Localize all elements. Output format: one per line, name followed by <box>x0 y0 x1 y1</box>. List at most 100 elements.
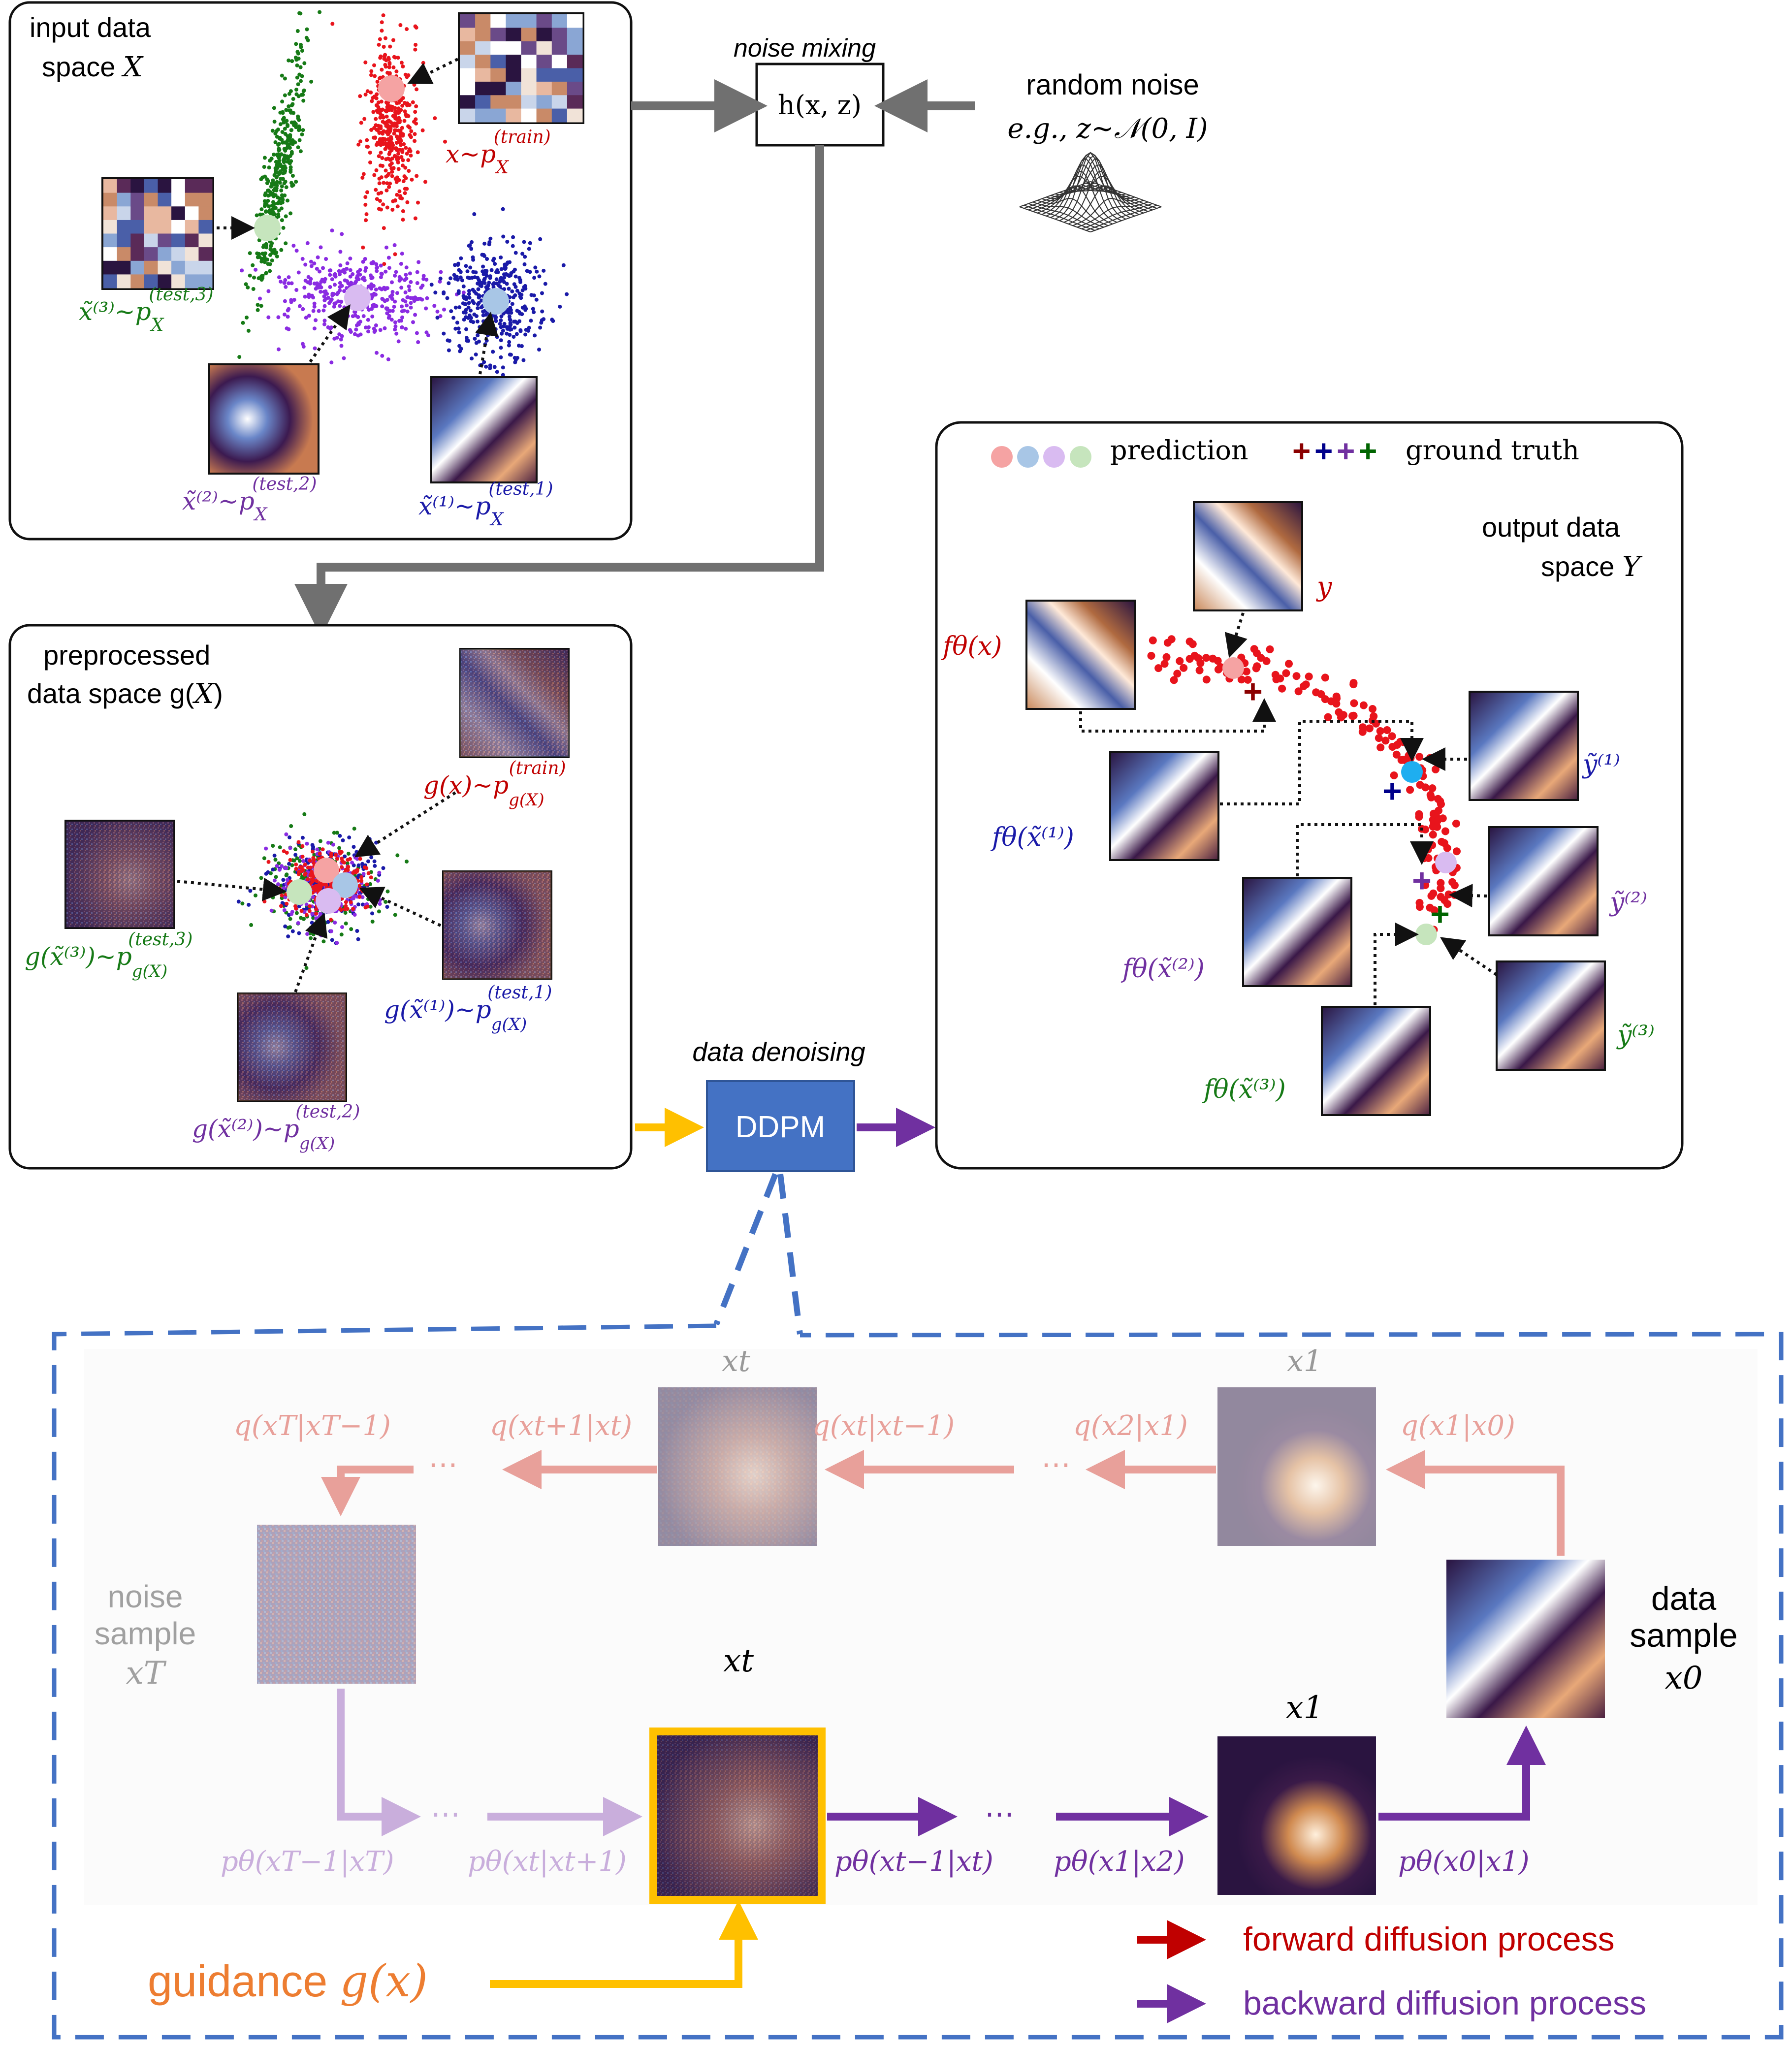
scatter-point <box>277 347 281 352</box>
input-space-panel: input data space X x~pX(train) x̃⁽³⁾~pX(… <box>8 1 633 541</box>
scatter-point <box>424 330 429 335</box>
scatter-point <box>359 121 363 125</box>
scatter-point <box>371 110 376 114</box>
scatter-point <box>254 267 258 272</box>
scatter-point <box>349 330 353 334</box>
scatter-point <box>296 921 300 925</box>
scatter-point <box>416 340 420 344</box>
scatter-point <box>289 139 294 143</box>
scatter-point <box>458 275 463 280</box>
scatter-point <box>399 131 403 135</box>
heatmap-cell <box>198 206 213 221</box>
scatter-point <box>348 268 352 272</box>
scatter-point <box>484 318 489 322</box>
scatter-point <box>379 54 383 59</box>
scatter-point <box>310 293 314 298</box>
scatter-point <box>301 93 305 97</box>
scatter-point <box>339 344 344 348</box>
q-T: q(xT|xT−1) <box>234 1410 391 1442</box>
heatmap-cell <box>460 41 476 55</box>
scatter-point <box>503 262 507 267</box>
scatter-point <box>333 274 338 279</box>
scatter-point <box>375 108 379 113</box>
train-center <box>378 75 405 102</box>
scatter-point <box>443 139 447 144</box>
heatmap-cell <box>490 68 506 82</box>
scatter-point <box>375 269 379 273</box>
scatter-point <box>272 173 277 177</box>
scatter-point <box>296 840 301 844</box>
heatmap-cell <box>103 233 118 248</box>
scatter-point <box>340 232 344 236</box>
scatter-point <box>442 307 446 312</box>
ddpm-label: DDPM <box>736 1110 826 1144</box>
scatter-point <box>289 128 293 132</box>
scatter-point <box>495 370 499 374</box>
scatter-point <box>467 301 471 305</box>
trajectory-point <box>1196 659 1205 667</box>
scatter-point <box>256 303 260 307</box>
scatter-point <box>442 331 446 336</box>
scatter-point <box>283 166 288 170</box>
trajectory-point <box>1257 654 1265 662</box>
scatter-point <box>381 115 385 120</box>
heatmap-cell <box>475 14 491 28</box>
scatter-point <box>285 326 289 331</box>
preprocessed-var: X <box>192 678 215 710</box>
heatmap-cell <box>198 274 213 288</box>
scatter-point <box>384 899 388 904</box>
output-title-1: output data <box>1482 512 1620 543</box>
pre-train-sup: (train) <box>509 758 566 778</box>
scatter-point <box>375 197 379 201</box>
scatter-point <box>339 850 344 854</box>
scatter-point <box>484 364 488 369</box>
scatter-point <box>321 308 326 313</box>
scatter-point <box>481 313 485 318</box>
heatmap-cell <box>158 220 172 234</box>
scatter-point <box>387 61 392 65</box>
scatter-point <box>392 55 396 59</box>
heatmap-cell <box>171 233 186 248</box>
trajectory-point <box>1332 700 1341 708</box>
scatter-point <box>285 901 289 906</box>
heatmap-cell <box>198 179 213 193</box>
scatter-point <box>404 176 408 180</box>
scatter-point <box>285 154 289 159</box>
output-var: Y <box>1622 551 1643 583</box>
heatmap-cell <box>158 274 172 288</box>
scatter-point <box>351 870 355 875</box>
scatter-point <box>254 893 257 897</box>
heatmap-cell <box>103 260 118 275</box>
scatter-point <box>411 320 415 324</box>
scatter-point <box>389 318 394 322</box>
scatter-point <box>286 308 290 313</box>
scatter-point <box>383 147 387 151</box>
scatter-point <box>262 856 266 861</box>
legend-forward: forward diffusion process <box>1243 1920 1615 1958</box>
scatter-point <box>400 103 405 108</box>
heatmap-cell <box>130 247 145 261</box>
scatter-point <box>369 90 373 95</box>
heatmap-cell <box>103 274 118 288</box>
scatter-point <box>285 878 289 882</box>
scatter-point <box>494 281 499 286</box>
scatter-point <box>378 328 383 332</box>
scatter-point <box>438 314 443 319</box>
scatter-point <box>375 265 380 270</box>
scatter-point <box>249 923 254 927</box>
scatter-point <box>517 291 522 296</box>
scatter-point <box>298 859 302 863</box>
scatter-point <box>246 285 250 289</box>
scatter-point <box>313 888 318 893</box>
scatter-point <box>290 174 295 178</box>
heatmap-cell <box>551 81 568 96</box>
scatter-point <box>481 253 486 257</box>
q-1: q(x1|x0) <box>1401 1410 1515 1442</box>
scatter-point <box>293 122 298 126</box>
scatter-point <box>403 187 407 191</box>
scatter-point <box>306 877 310 881</box>
scatter-point <box>256 276 261 281</box>
scatter-point <box>505 282 509 286</box>
heatmap-cell <box>536 14 552 28</box>
scatter-point <box>248 889 253 893</box>
